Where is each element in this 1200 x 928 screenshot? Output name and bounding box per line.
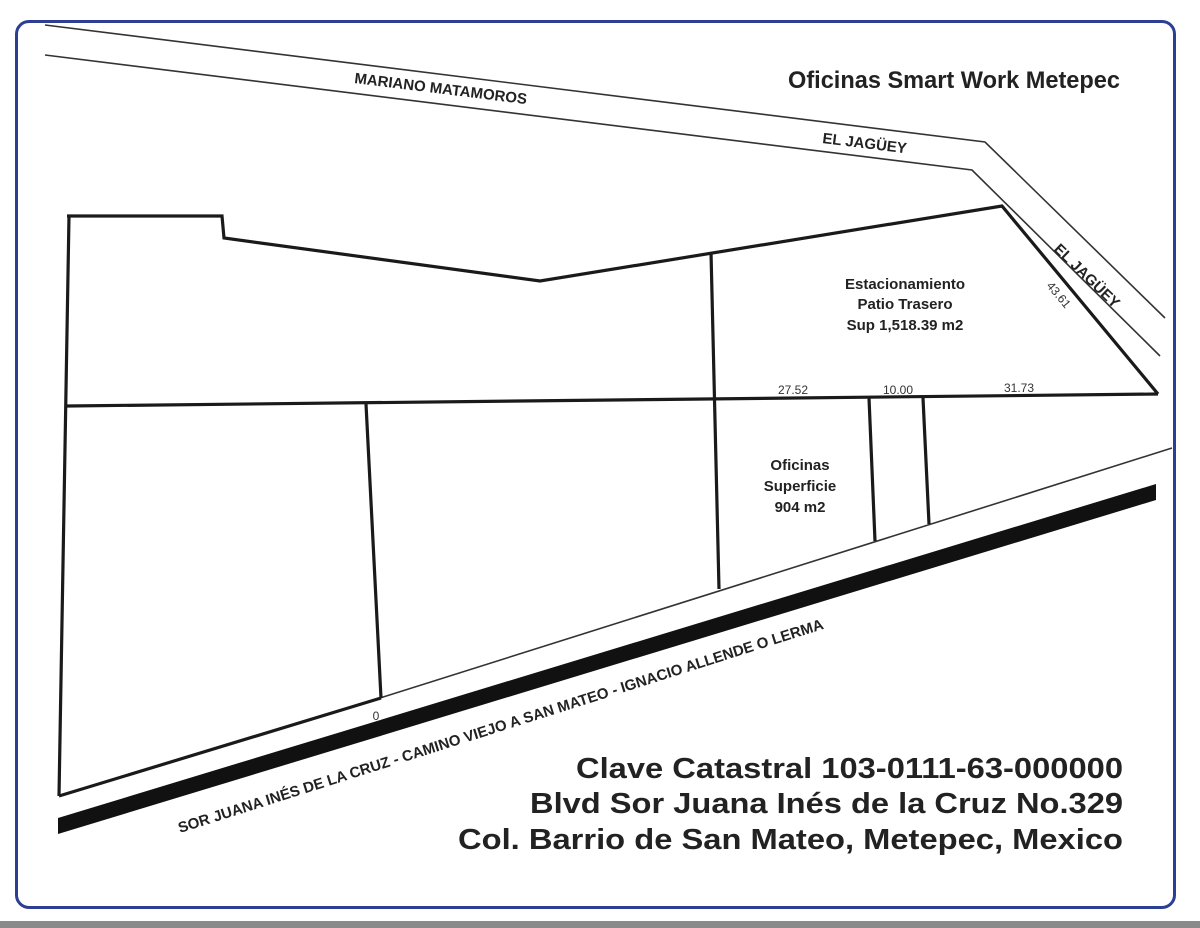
dimension-10-00: 10.00 bbox=[883, 383, 913, 397]
property-left-edge bbox=[57, 215, 71, 797]
map-title: Oficinas Smart Work Metepec bbox=[788, 67, 1120, 94]
divider-3 bbox=[867, 397, 877, 542]
property-lines bbox=[57, 204, 1160, 798]
divider-4 bbox=[921, 397, 931, 525]
info-clave-catastral: Clave Catastral 103-0111-63-000000 bbox=[576, 753, 1123, 785]
dimension-side: 43.61 bbox=[1044, 279, 1074, 311]
property-outline-top bbox=[67, 204, 1160, 396]
parking-label-line3: Sup 1,518.39 m2 bbox=[847, 317, 964, 334]
map-frame bbox=[15, 20, 1176, 909]
info-neighborhood: Col. Barrio de San Mateo, Metepec, Mexic… bbox=[458, 824, 1123, 856]
top-street-inner-edge bbox=[44, 54, 1161, 357]
top-street-outer-edge bbox=[44, 24, 1166, 319]
street-edges bbox=[44, 24, 1173, 699]
dimension-small: 0 bbox=[373, 709, 380, 723]
info-address: Blvd Sor Juana Inés de la Cruz No.329 bbox=[530, 788, 1123, 820]
offices-label-line2: Superficie bbox=[764, 478, 837, 495]
offices-label-line3: 904 m2 bbox=[775, 499, 826, 516]
divider-2 bbox=[709, 251, 721, 590]
divider-1 bbox=[364, 403, 383, 699]
middle-divider bbox=[66, 392, 1159, 408]
parking-label-line1: Estacionamiento bbox=[845, 276, 965, 293]
property-bottom-left-edge bbox=[58, 696, 382, 798]
bottom-edge bbox=[0, 921, 1200, 928]
street-mariano-matamoros: MARIANO MATAMOROS bbox=[354, 70, 528, 108]
main-road-band bbox=[58, 484, 1156, 834]
bottom-street-inner-edge bbox=[379, 447, 1173, 699]
offices-label-line1: Oficinas bbox=[770, 457, 829, 474]
parking-label-line2: Patio Trasero bbox=[857, 296, 952, 313]
dimension-31-73: 31.73 bbox=[1004, 381, 1034, 395]
dimension-27-52: 27.52 bbox=[778, 383, 808, 397]
